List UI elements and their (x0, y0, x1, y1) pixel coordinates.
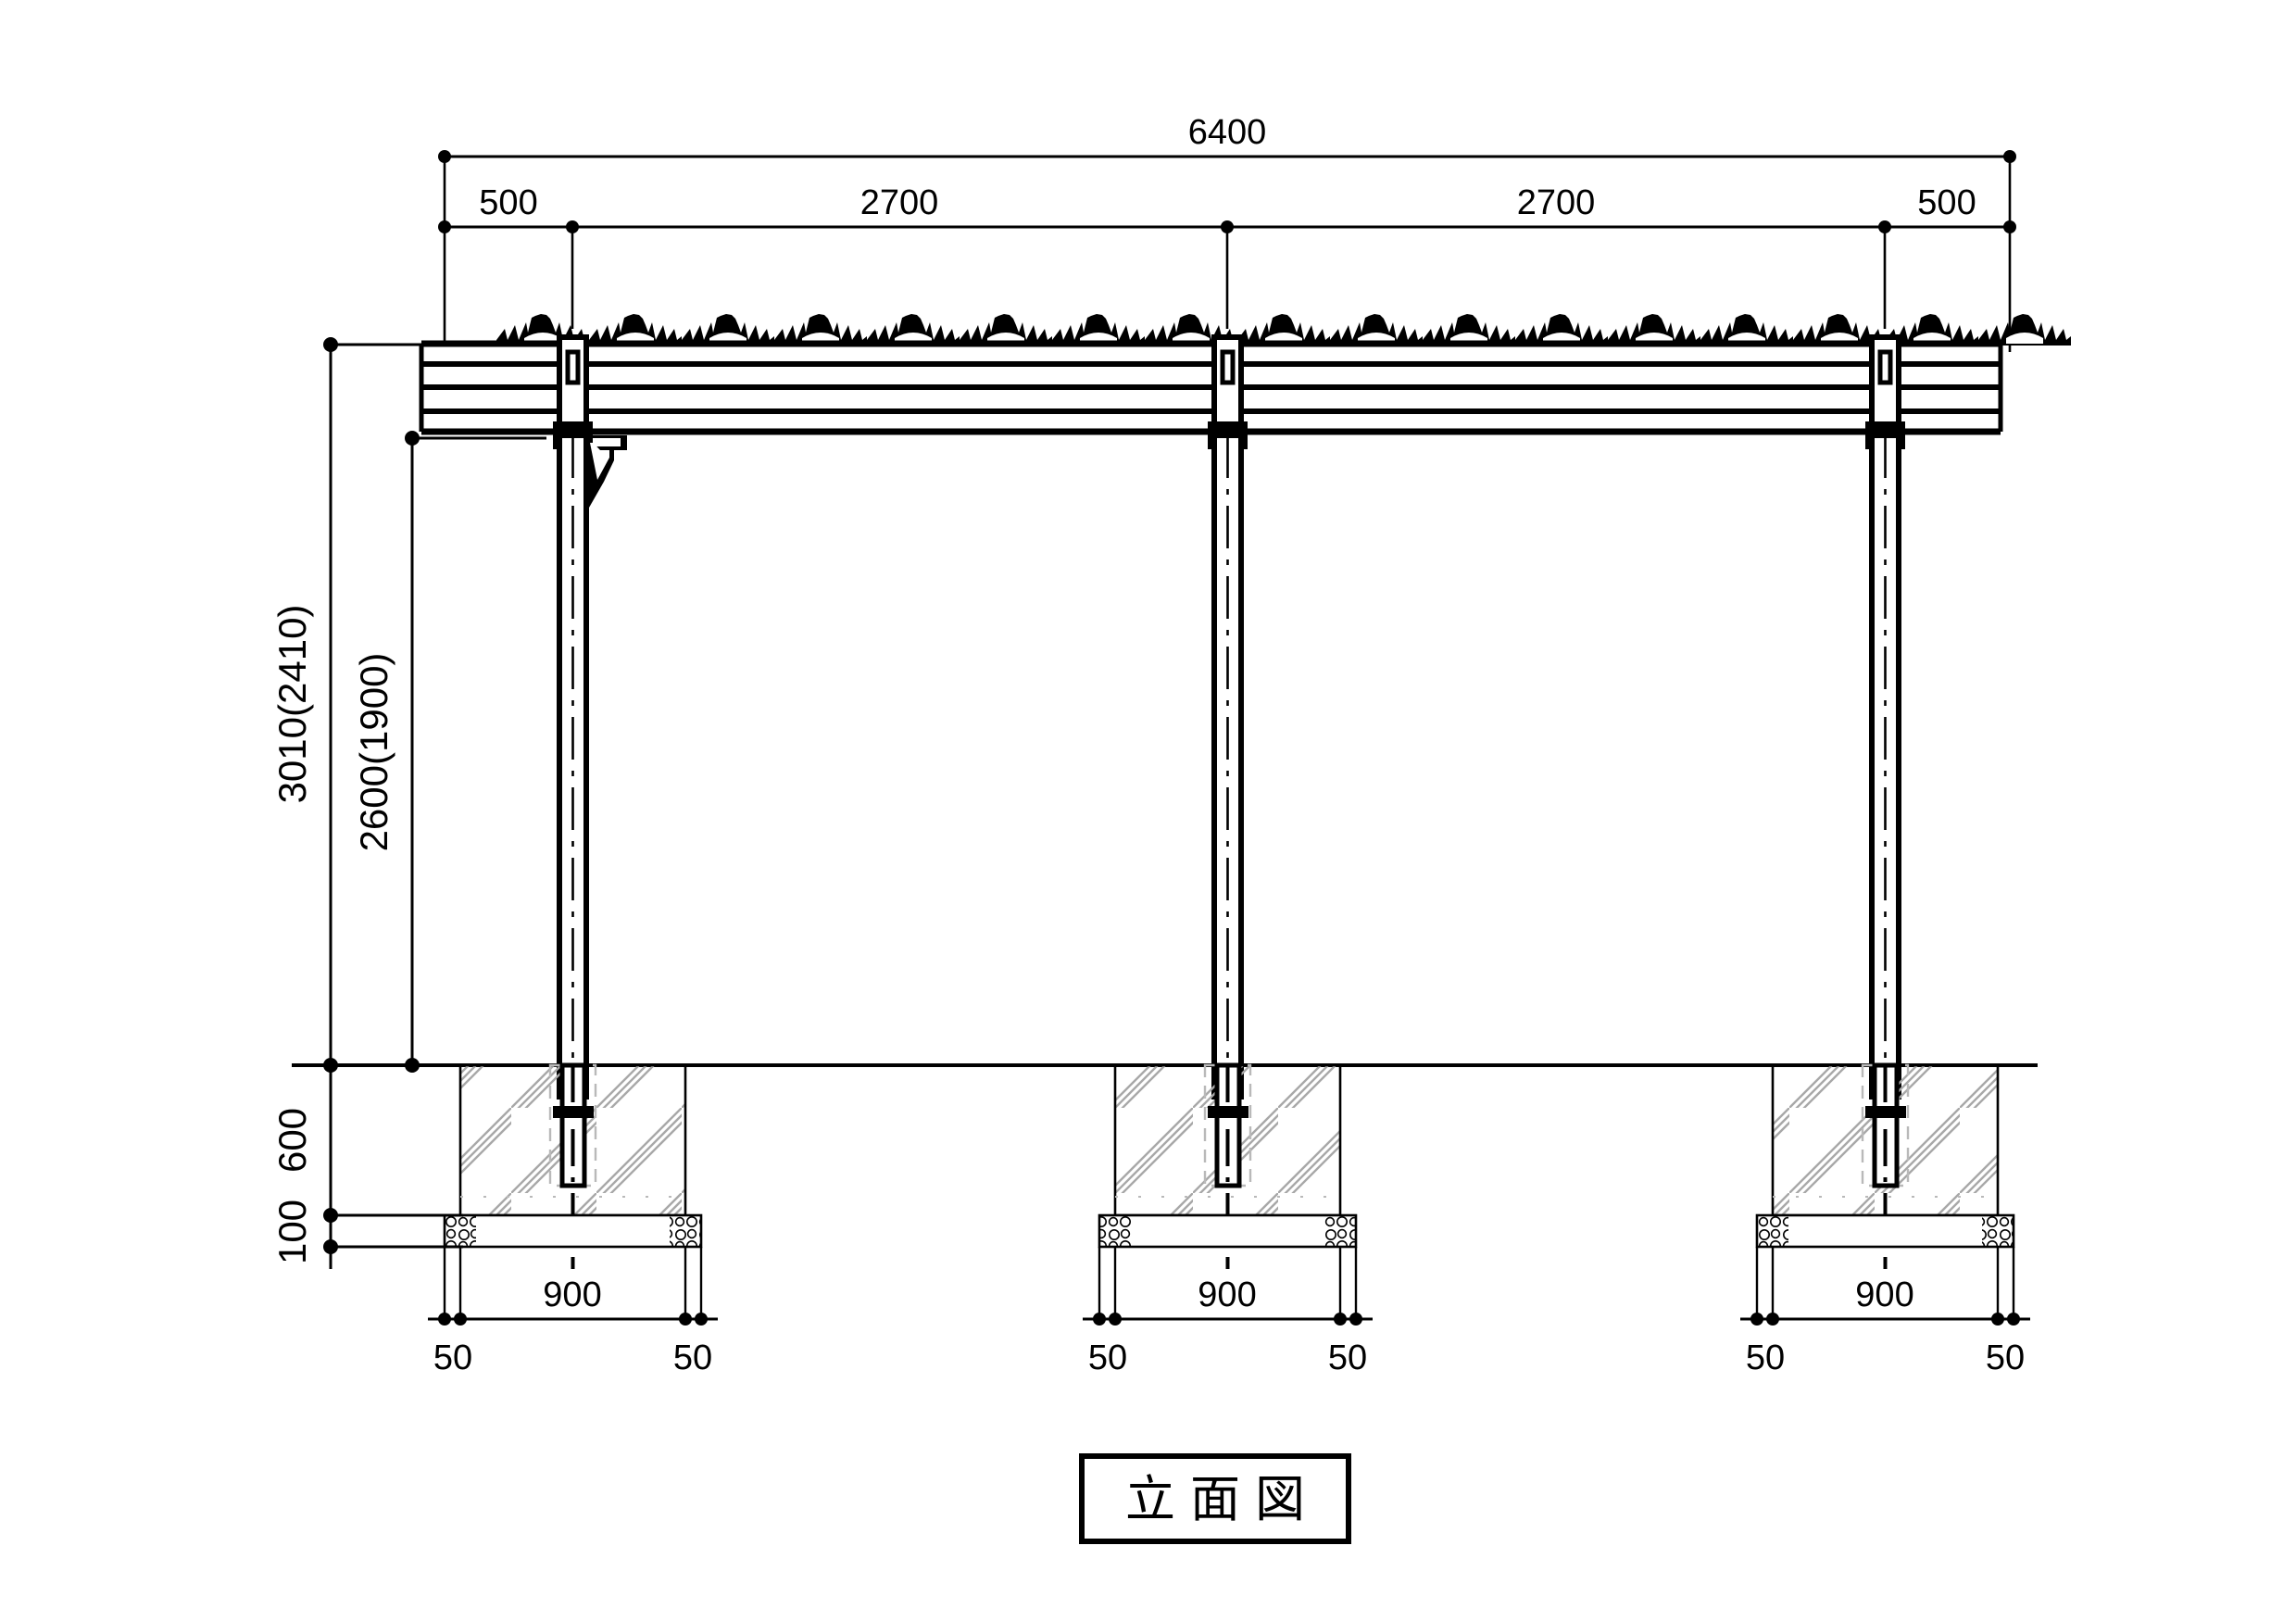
dim-tick (679, 1313, 692, 1326)
footing-left-gravel-left (445, 1216, 476, 1246)
dim-tick (695, 1313, 708, 1326)
footing-center-gravel-left (1100, 1216, 1131, 1246)
dim-overall-height: 3010(2410) (270, 605, 314, 804)
left-dimension-chain: 3010(2410) 2600(1900) 600 100 (270, 337, 546, 1269)
dim-gravel-bed: 100 (270, 1200, 314, 1264)
dim-footing-center-edge-l: 50 (1088, 1338, 1127, 1377)
dim-seg-2700-left: 2700 (860, 183, 939, 222)
footing-right-anchor-plate (1865, 1106, 1906, 1118)
dim-footing-right-width: 900 (1855, 1275, 1913, 1314)
dim-footing-right-edge-r: 50 (1986, 1338, 2025, 1377)
dim-clear-height: 2600(1900) (352, 653, 395, 852)
title-block-frame (1079, 1453, 1351, 1544)
footing-right-dimensions: 900 50 50 (1740, 1275, 2030, 1377)
dim-tick (1093, 1313, 1106, 1326)
dim-tick (1766, 1313, 1779, 1326)
drawing-title-block: 立面図 (1079, 1453, 1351, 1544)
column-right (1865, 334, 1905, 1100)
footing-left-gravel-right (670, 1216, 700, 1246)
footing-left-base-course (443, 1213, 703, 1249)
footing-center-gravel-right (1324, 1216, 1355, 1246)
dim-tick (1750, 1313, 1763, 1326)
dim-footing-left-edge-r: 50 (673, 1338, 712, 1377)
footing-center-anchor-plate (1208, 1106, 1248, 1118)
footing-right (1755, 1062, 2015, 1319)
dim-tick (2007, 1313, 2020, 1326)
dim-tick (1349, 1313, 1362, 1326)
footing-left-dimensions: 900 50 50 (428, 1275, 718, 1377)
gusset-brace-top-void (593, 438, 621, 446)
dim-footing-center-width: 900 (1198, 1275, 1256, 1314)
dim-footing-right-edge-l: 50 (1746, 1338, 1785, 1377)
footing-left-anchor-plate (553, 1106, 594, 1118)
dim-tick (1991, 1313, 2004, 1326)
footing-center-dimensions: 900 50 50 (1083, 1275, 1373, 1377)
column-center (1208, 334, 1248, 1100)
roof-beam-assembly (419, 340, 2003, 435)
footing-center-base-course (1098, 1213, 1358, 1249)
column-left (553, 334, 627, 1100)
dim-seg-500-left: 500 (479, 183, 537, 222)
dim-footing-depth: 600 (270, 1108, 314, 1173)
dim-tick (1334, 1313, 1347, 1326)
footing-right-base-course (1755, 1213, 2015, 1249)
dim-seg-500-right: 500 (1917, 183, 1976, 222)
dim-tick (1109, 1313, 1122, 1326)
column-center-head-slot (1220, 349, 1236, 385)
top-dimension-chain: 6400 500 2700 2700 500 (438, 113, 2016, 352)
dim-seg-2700-right: 2700 (1517, 183, 1596, 222)
column-left-head-slot (565, 349, 581, 385)
column-right-head-slot (1877, 349, 1893, 385)
footing-left (443, 1062, 703, 1319)
gusset-brace-void (590, 443, 609, 480)
footing-center (1098, 1062, 1358, 1319)
dim-footing-left-width: 900 (543, 1275, 601, 1314)
dim-footing-center-edge-r: 50 (1328, 1338, 1367, 1377)
page-title: 立面図 (1125, 1470, 1320, 1528)
footing-right-gravel-right (1982, 1216, 2013, 1246)
footing-right-gravel-left (1758, 1216, 1788, 1246)
dim-tick (454, 1313, 467, 1326)
dim-tick (438, 1313, 451, 1326)
dim-footing-left-edge-l: 50 (433, 1338, 472, 1377)
dim-overall-6400: 6400 (1188, 113, 1267, 152)
